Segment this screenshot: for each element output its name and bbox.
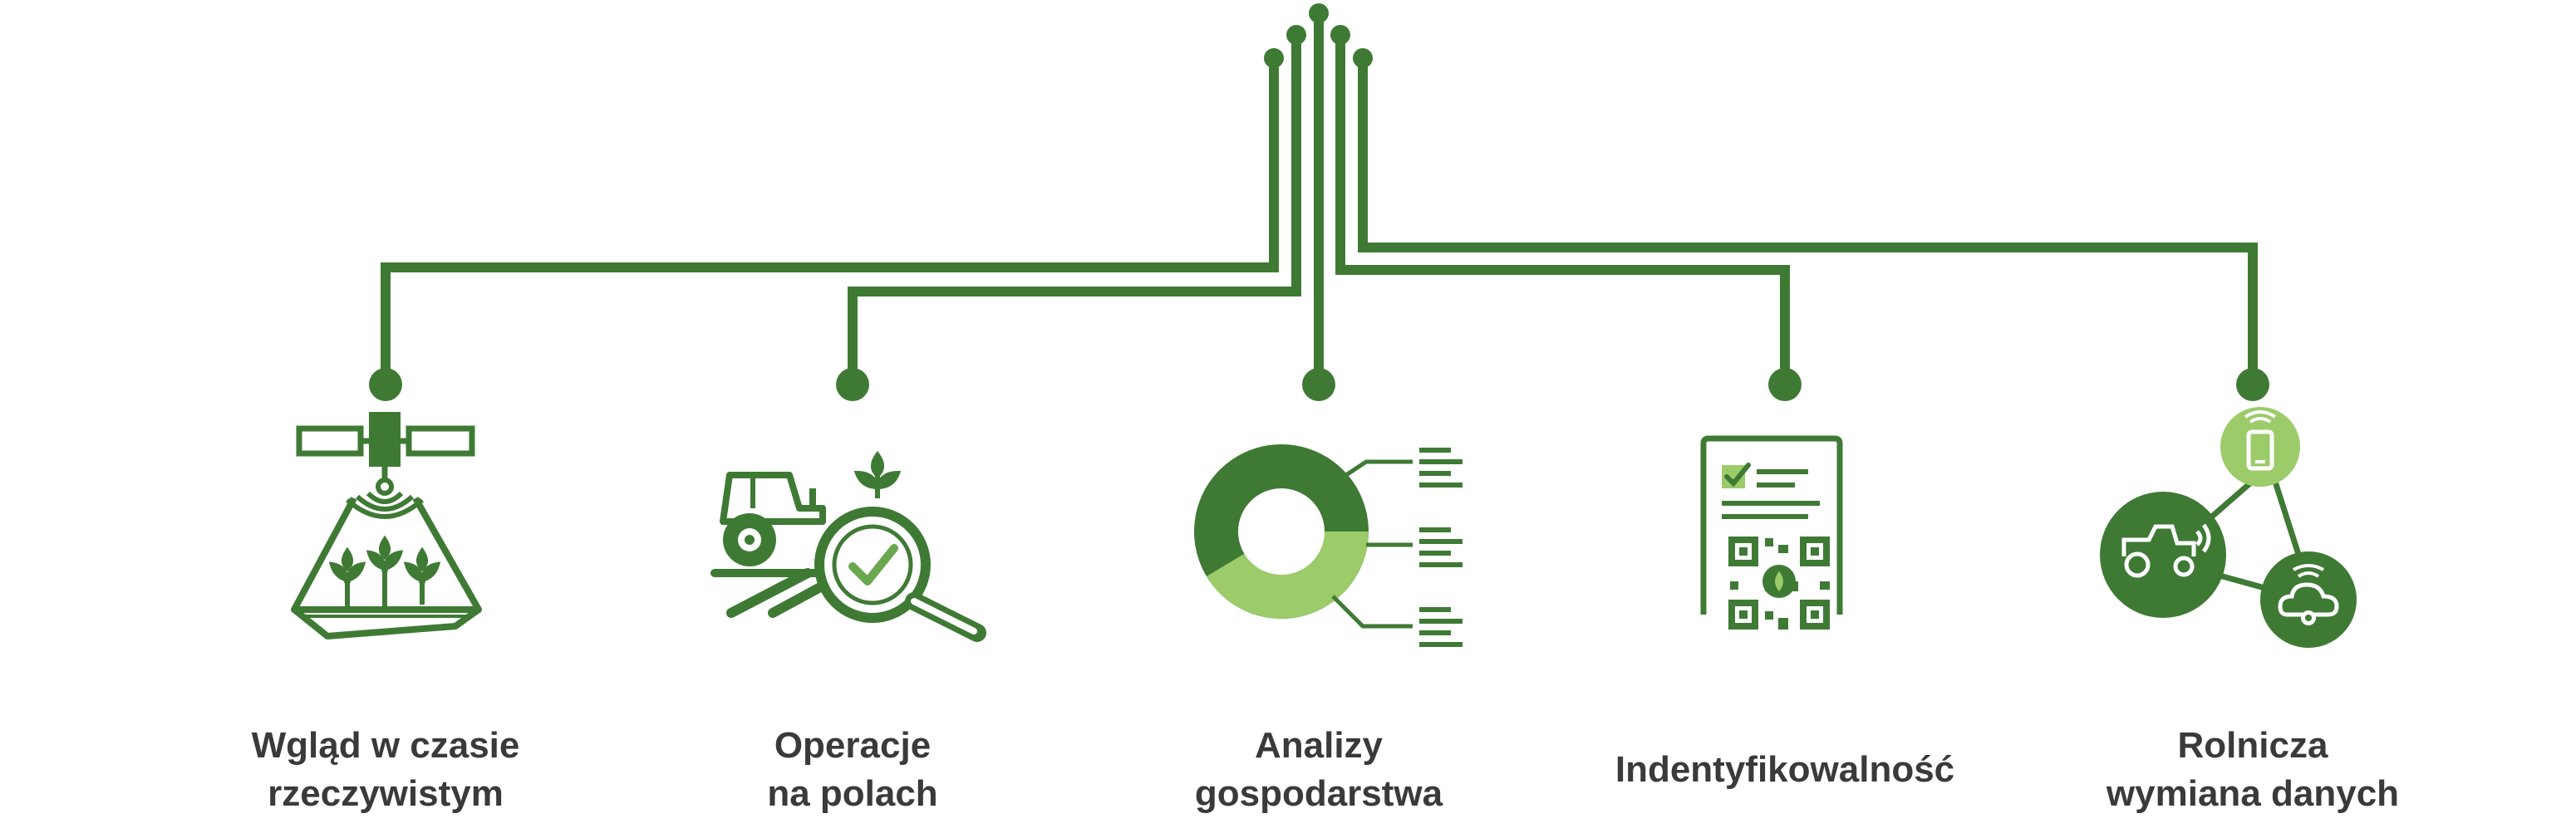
feature-label-line: gospodarstwa [1194, 773, 1443, 814]
bottom-terminal-dots [369, 368, 2269, 401]
document-qr-code-icon [1700, 435, 1843, 630]
terminal-dot [369, 368, 402, 401]
connector-line-field-operations [848, 35, 1301, 382]
feature-label-line: rzeczywistym [268, 773, 504, 814]
donut-chart-report-icon [1194, 444, 1463, 647]
feature-label-line: Operacje [774, 725, 932, 766]
connector-line-realtime-insight [381, 58, 1279, 382]
feature-label-farm-data-exchange: Rolnicza wymiana danych [2037, 722, 2469, 818]
terminal-dot [1330, 25, 1350, 45]
terminal-dot [1768, 368, 1802, 401]
terminal-dot [1264, 48, 1284, 68]
feature-label-traceability: Indentyfikowalność [1569, 746, 2001, 794]
terminal-dot [1286, 25, 1306, 45]
top-terminal-dots [1264, 3, 1373, 68]
feature-label-field-operations: Operacje na polach [637, 722, 1069, 818]
terminal-dot [1353, 48, 1373, 68]
feature-label-line: na polach [767, 773, 938, 814]
feature-label-realtime-insight: Wgląd w czasie rzeczywistym [170, 722, 602, 818]
tractor-magnifier-check-icon [710, 450, 986, 642]
terminal-dot [1309, 3, 1329, 23]
feature-label-line: Indentyfikowalność [1615, 749, 1955, 790]
feature-label-line: Rolnicza [2177, 725, 2328, 766]
terminal-dot [1302, 368, 1335, 401]
feature-label-line: wymiana danych [2106, 773, 2400, 814]
feature-label-line: Analizy [1254, 725, 1384, 766]
connector-line-farm-data-exchange [1358, 58, 2258, 382]
feature-label-farm-analytics: Analizy gospodarstwa [1103, 722, 1535, 818]
connector-lines [381, 13, 2258, 382]
terminal-dot [836, 368, 869, 401]
terminal-dot [2236, 368, 2269, 401]
connector-line-traceability [1335, 35, 1790, 382]
connected-tractor-cloud-phone-icon [2100, 407, 2357, 648]
satellite-field-icon [291, 412, 482, 639]
feature-label-line: Wgląd w czasie [251, 725, 520, 766]
